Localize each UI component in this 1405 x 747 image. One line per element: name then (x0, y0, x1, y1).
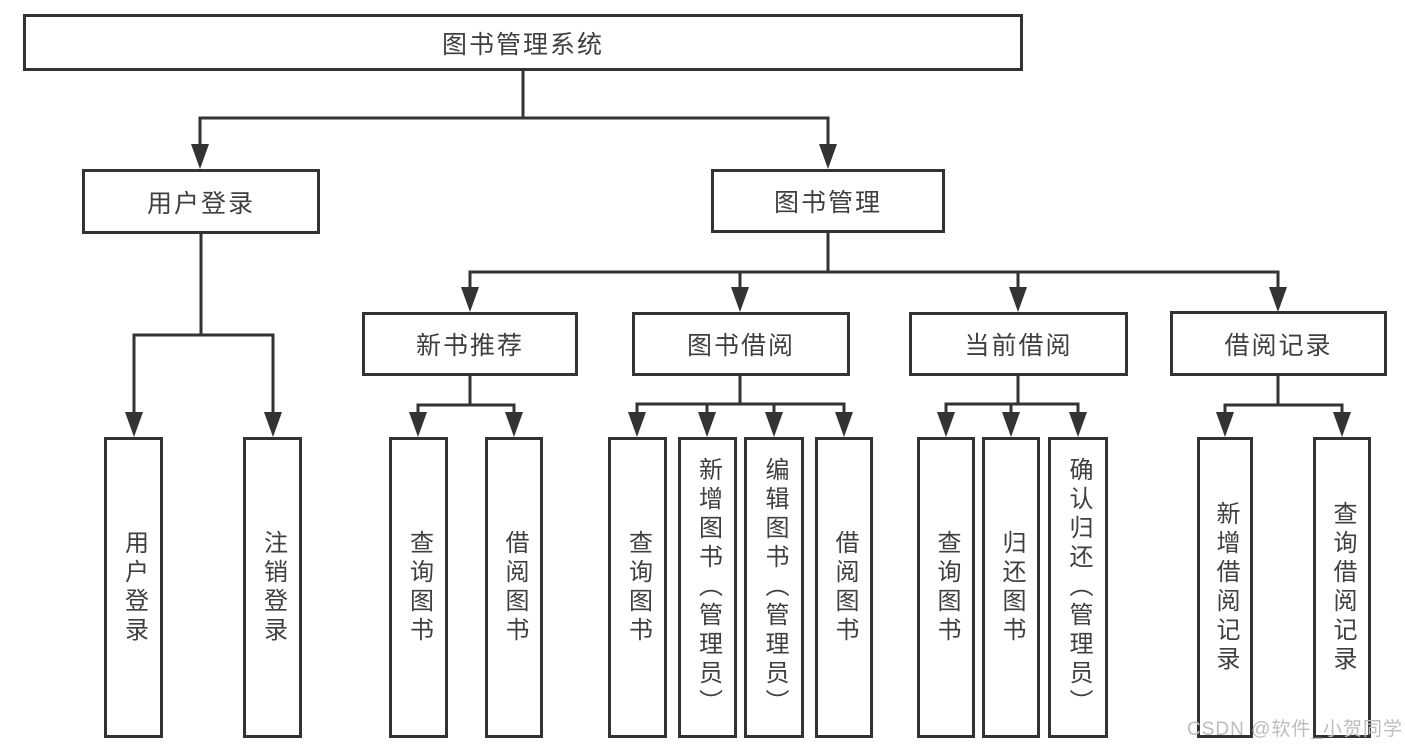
node-borrow-record: 借阅记录 (1170, 311, 1387, 376)
arrowhead-icons (125, 144, 1351, 437)
connector-new-book-branch (416, 373, 516, 416)
leaf-borrow-books-recommend: 借阅图书 (485, 437, 543, 738)
leaf-label: 新增图书（管理员） (694, 457, 722, 718)
csdn-watermark: CSDN @软件_小贺同学 (1187, 719, 1403, 740)
leaf-label: 查询借阅记录 (1329, 500, 1356, 675)
leaf-label: 查询图书 (405, 529, 433, 646)
arrow-down-icon (191, 144, 209, 169)
node-current-borrow: 当前借阅 (909, 312, 1128, 376)
connector-current-borrow-branch (944, 373, 1080, 416)
leaf-label: 编辑图书（管理员） (761, 457, 788, 718)
arrow-down-icon (1216, 412, 1234, 437)
leaf-borrow-books: 借阅图书 (815, 437, 873, 738)
leaf-query-borrow-record: 查询借阅记录 (1313, 437, 1371, 738)
arrow-down-icon (461, 287, 479, 312)
node-book-management: 图书管理 (711, 169, 945, 233)
connector-root-to-level2 (198, 68, 830, 148)
leaf-label: 归还图书 (998, 529, 1025, 646)
arrow-down-icon (1269, 287, 1287, 312)
leaf-label: 用户登录 (120, 529, 148, 646)
connector-book-borrow-branch (635, 373, 846, 416)
leaf-label: 注销登录 (259, 529, 287, 646)
node-root-library-system: 图书管理系统 (23, 14, 1023, 71)
arrow-down-icon (835, 412, 853, 437)
leaf-query-books-recommend: 查询图书 (389, 437, 448, 738)
arrow-down-icon (698, 412, 716, 437)
leaf-edit-books-admin: 编辑图书（管理员） (744, 437, 804, 738)
arrow-down-icon (628, 412, 646, 437)
arrow-down-icon (505, 412, 523, 437)
arrow-down-icon (1069, 412, 1087, 437)
arrow-down-icon (1002, 412, 1020, 437)
arrow-down-icon (819, 144, 837, 169)
leaf-label: 借阅图书 (501, 529, 528, 646)
arrow-down-icon (937, 412, 955, 437)
arrow-down-icon (264, 412, 282, 437)
connector-borrow-record-branch (1223, 373, 1344, 416)
leaf-label: 查询图书 (933, 529, 960, 646)
node-user-login: 用户登录 (82, 169, 320, 234)
connector-book-mgmt-to-level3 (468, 230, 1280, 291)
leaf-label: 借阅图书 (831, 529, 858, 646)
arrow-down-icon (409, 412, 427, 437)
arrow-down-icon (1009, 287, 1027, 312)
arrow-down-icon (125, 412, 143, 437)
leaf-label: 新增借阅记录 (1212, 500, 1239, 675)
leaf-label: 查询图书 (624, 529, 652, 646)
leaf-query-books-current: 查询图书 (917, 437, 975, 738)
connector-user-login-branch (132, 231, 275, 416)
leaf-add-books-admin: 新增图书（管理员） (678, 437, 737, 738)
node-book-borrow: 图书借阅 (632, 312, 850, 376)
node-new-book-recommend: 新书推荐 (362, 312, 578, 376)
leaf-confirm-return-admin: 确认归还（管理员） (1048, 437, 1108, 738)
arrow-down-icon (731, 287, 749, 312)
arrow-down-icon (765, 412, 783, 437)
leaf-query-books-borrow: 查询图书 (608, 437, 667, 738)
leaf-logout: 注销登录 (243, 437, 302, 738)
leaf-add-borrow-record: 新增借阅记录 (1197, 437, 1253, 738)
leaf-return-books: 归还图书 (982, 437, 1040, 738)
leaf-user-login: 用户登录 (104, 437, 163, 738)
arrow-down-icon (1333, 412, 1351, 437)
leaf-label: 确认归还（管理员） (1065, 457, 1092, 718)
